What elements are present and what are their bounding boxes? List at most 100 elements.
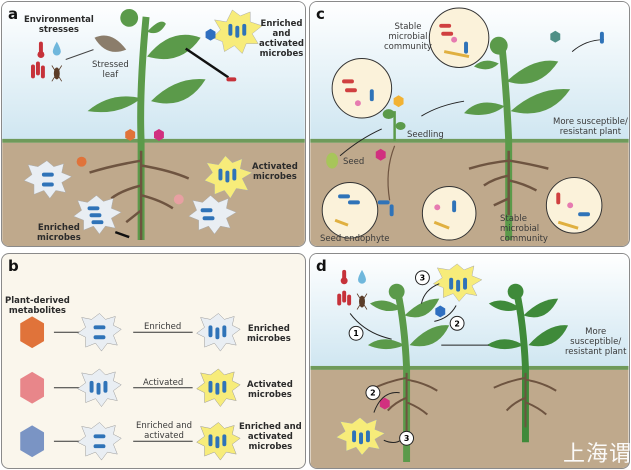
microbiome-circle-seedling — [331, 58, 393, 119]
blue-metabolite-hexagon — [435, 305, 446, 318]
step-2-marker-top: 2 — [449, 315, 465, 331]
microbiome-circle-root-middle — [421, 185, 477, 241]
microbe — [599, 31, 604, 44]
svg-text:3: 3 — [404, 434, 410, 443]
seedling-leaf — [382, 109, 395, 120]
label-environmental-stresses: Environmental stresses — [24, 15, 94, 35]
insect-icon — [356, 293, 368, 310]
step-3-marker-bottom: 3 — [399, 430, 415, 446]
label-stable-community-bottom: Stable microbial community — [500, 214, 548, 244]
row-3-arrow-label: Enriched and activated — [136, 421, 192, 441]
microbe — [377, 200, 390, 205]
leaf — [151, 79, 206, 104]
pink-metabolite — [173, 194, 184, 205]
panel-a-illustration — [2, 2, 305, 246]
orange-metabolite-hexagon — [125, 128, 136, 141]
pink-metabolite-hexagon — [20, 371, 45, 404]
microbiome-circle-root-right — [545, 177, 603, 234]
blue-metabolite-hexagon — [20, 425, 45, 458]
label-enriched-microbes: Enriched microbes — [37, 223, 81, 243]
svg-text:3: 3 — [420, 274, 426, 283]
white-burst — [77, 313, 122, 352]
plant-bud — [120, 8, 139, 27]
inhibition-arrow — [185, 47, 230, 79]
metabolite-row-enriched — [20, 313, 241, 352]
step-1-marker: 1 — [348, 325, 364, 341]
ground-line — [2, 138, 305, 143]
leaf — [473, 60, 499, 70]
panel-tag-d: d — [316, 257, 327, 275]
orange-metabolite-hexagon — [20, 316, 45, 349]
pathogen-icon — [31, 61, 45, 79]
label-plant-outcome-d: More susceptible/ resistant plant — [565, 327, 627, 357]
label-activated-microbes: Activated microbes — [252, 162, 298, 182]
leaf — [464, 102, 505, 115]
magenta-metabolite-hexagon — [379, 397, 390, 410]
water-drop-icon — [358, 269, 366, 284]
leaf — [510, 88, 571, 114]
seed — [326, 152, 339, 169]
leaf — [87, 96, 142, 113]
roots-right — [493, 372, 557, 428]
activated-microbes-burst-root — [204, 155, 253, 199]
blue-metabolite-hexagon — [205, 28, 216, 41]
label-stable-community-top: Stable microbial community — [384, 22, 432, 52]
magenta-metabolite-hexagon — [153, 128, 164, 141]
row-2-result-label: Activated microbes — [247, 380, 293, 400]
yellow-burst-root — [335, 417, 386, 456]
ground-line — [310, 138, 629, 143]
label-enriched-activated-microbes: Enriched and activated microbes — [259, 19, 304, 59]
water-drop-icon — [52, 41, 61, 56]
enriched-activated-microbes-burst-leaf — [212, 9, 263, 55]
panel-a: a Environmental stresses Stressed leaf E… — [1, 1, 306, 247]
plant-bud — [489, 36, 508, 55]
panel-tag-a: a — [8, 5, 19, 23]
svg-text:2: 2 — [454, 319, 460, 328]
white-burst-root-right — [188, 195, 237, 235]
metabolite-row-enriched-activated — [20, 422, 241, 461]
panel-c-illustration — [310, 2, 629, 246]
label-seed-endophyte: Seed endophyte — [320, 234, 390, 244]
row-2-arrow-label: Activated — [143, 378, 184, 388]
row-3-result-label: Enriched and activated microbes — [239, 422, 302, 452]
label-seed: Seed — [343, 157, 365, 167]
leaf — [506, 60, 559, 84]
svg-text:1: 1 — [353, 329, 359, 338]
inhibition-arrow — [114, 230, 130, 239]
orange-metabolite — [76, 156, 87, 167]
panel-b: b Plant-derived metabolites Enriched Enr… — [1, 253, 306, 469]
step-2-marker-bottom: 2 — [365, 385, 381, 401]
microbe — [389, 204, 394, 217]
leaf — [147, 34, 201, 60]
label-seedling: Seedling — [407, 130, 444, 140]
step-3-marker-top: 3 — [415, 270, 430, 286]
yellow-metabolite-hexagon — [393, 95, 404, 108]
panel-tag-b: b — [8, 257, 19, 275]
panel-d-illustration: 1 3 2 2 3 — [310, 254, 629, 468]
row-1-result-label: Enriched microbes — [247, 324, 291, 344]
yellow-burst-leaf — [432, 263, 483, 302]
metabolite-row-activated — [20, 368, 241, 407]
panel-b-illustration — [20, 313, 241, 461]
teal-metabolite-hexagon — [550, 30, 561, 43]
roots — [89, 150, 190, 241]
stressed-leaf — [94, 35, 127, 52]
white-burst-root-left — [23, 160, 73, 199]
row-1-arrow-label: Enriched — [144, 322, 182, 332]
svg-text:2: 2 — [370, 389, 376, 398]
enriched-microbes-burst — [73, 195, 122, 235]
plant-stem — [498, 43, 513, 241]
label-plant-outcome: More susceptible/ resistant plant — [553, 117, 628, 137]
thermometer-icon — [340, 269, 348, 285]
microbiome-circle-seed-endophyte — [321, 182, 379, 239]
seedling-root — [387, 145, 396, 201]
roots — [468, 150, 549, 216]
watermark: 上海谓华 — [563, 442, 631, 467]
inhibit-line — [65, 49, 94, 60]
pathogen-icon — [337, 290, 352, 306]
label-plant-derived-metabolites: Plant-derived metabolites — [5, 296, 70, 316]
panel-d: 1 3 2 2 3 d More susceptible/ resistant … — [309, 253, 630, 469]
ground-line — [310, 365, 629, 370]
panel-c: c Stable microbial community Seedling Se… — [309, 1, 630, 247]
magenta-metabolite-hexagon — [375, 148, 386, 161]
